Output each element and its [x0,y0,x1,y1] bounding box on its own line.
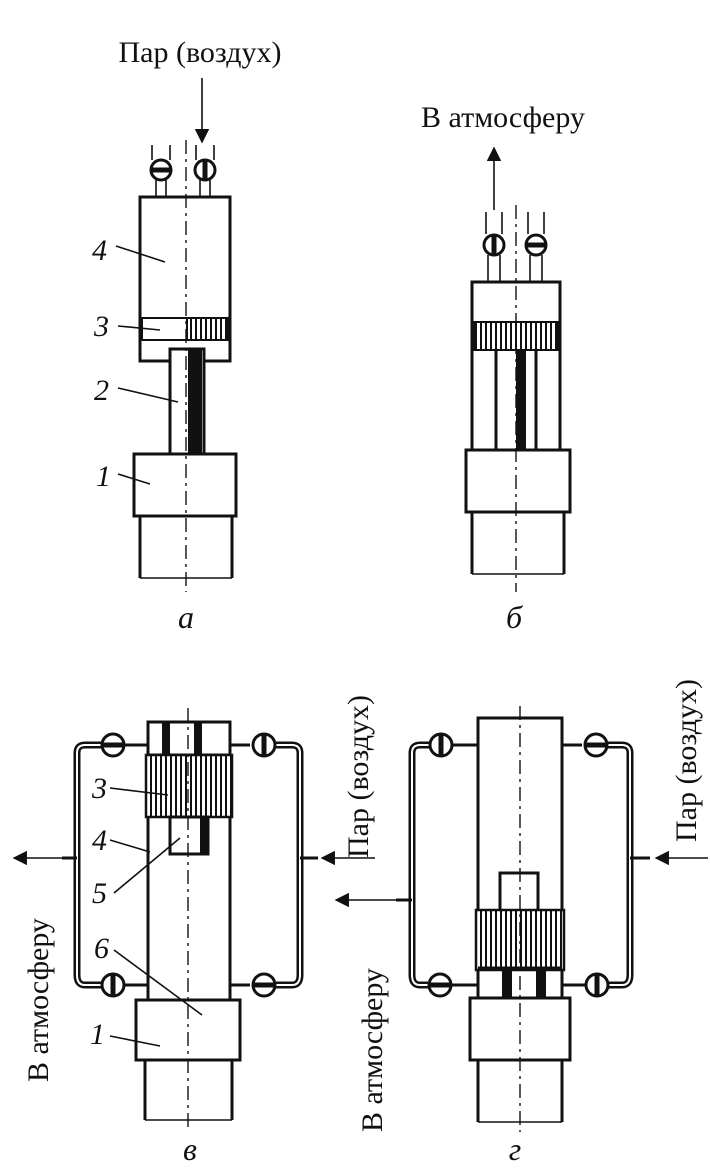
valve-icon [100,972,126,998]
part-number-3: 3 [93,310,109,343]
valve-icon [482,212,506,282]
steam-air-label-v: Пар (воздух) [342,695,375,858]
valve-icon [251,732,277,758]
ram-b [464,448,572,514]
part-number-5: 5 [92,877,107,910]
piston-v [144,753,234,819]
part-number-4: 4 [92,234,107,267]
panel-g: В атмосферу Пар (воздух) г [334,679,708,1167]
ram-a [132,452,238,518]
valve-icon [251,972,277,998]
panel-a: Пар (воздух) 4 3 2 [92,36,282,635]
to-atmosphere-label-v: В атмосферу [22,918,55,1082]
steam-air-label-a: Пар (воздух) [119,36,282,69]
valve-icon [149,145,173,197]
caption-b: б [506,599,523,635]
caption-a: а [178,599,194,635]
caption-v: в [183,1131,197,1167]
valve-icon [193,145,217,197]
part-number-1: 1 [90,1018,105,1051]
valve-icon [584,972,610,998]
valve-icon [524,212,548,282]
panel-v: 3 4 5 6 1 В атмосферу Пар (воздух) в [12,695,375,1167]
valve-icon [100,732,126,758]
steam-air-label-g: Пар (воздух) [670,679,703,842]
to-atmosphere-label-b: В атмосферу [421,101,585,134]
piston-a [186,317,229,341]
part-number-2: 2 [94,374,109,407]
valve-icon [428,732,454,758]
valve-icon [583,732,609,758]
part-number-4: 4 [92,824,107,857]
valve-icon [427,972,453,998]
part-number-3: 3 [91,772,107,805]
plunger-g [498,871,540,915]
to-atmosphere-label-g: В атмосферу [356,968,389,1132]
part-number-6: 6 [94,932,109,965]
panel-b: В атмосферу б [421,101,585,635]
caption-g: г [509,1131,521,1167]
part-number-1: 1 [96,460,111,493]
